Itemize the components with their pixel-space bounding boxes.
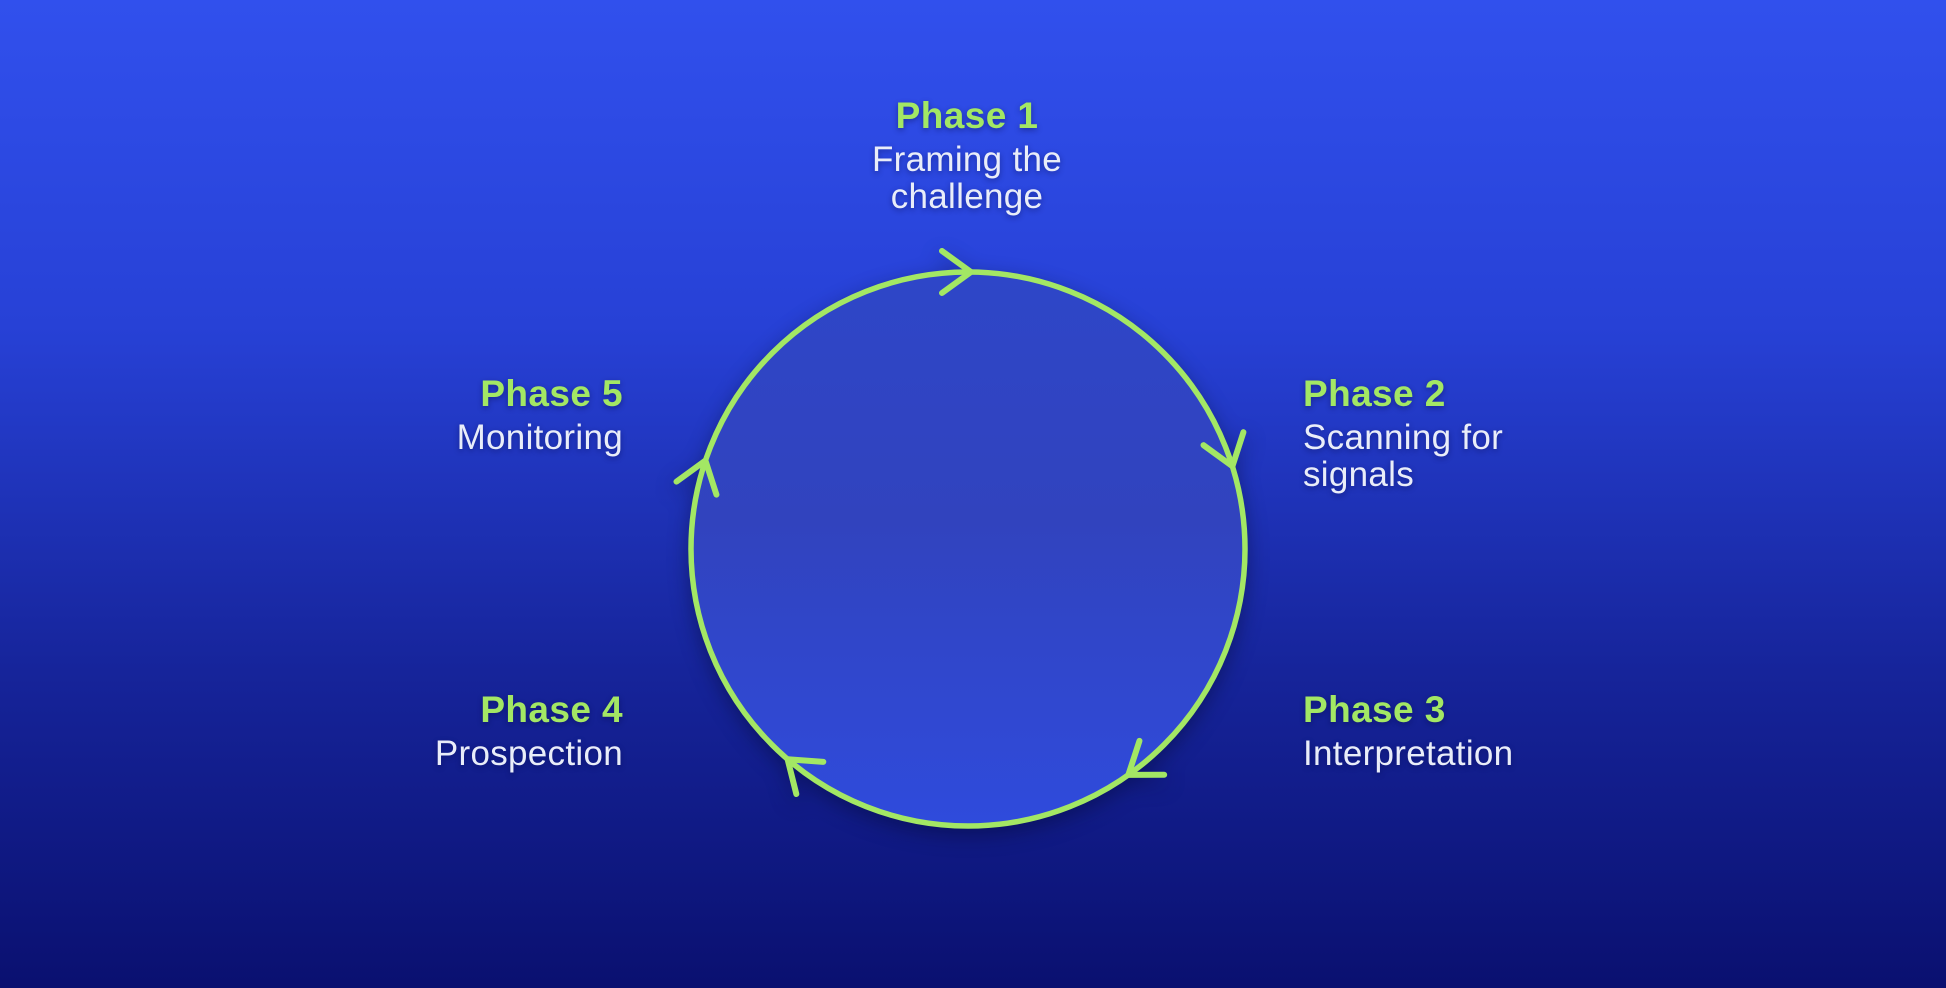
cycle-arrow-upper-right-icon — [1200, 429, 1247, 470]
cycle-circle — [688, 269, 1248, 829]
cycle-arrow-lower-right-icon — [1125, 737, 1168, 778]
cycle-arrow-lower-left-icon — [784, 756, 827, 797]
phase-3-title: Phase 3 — [1303, 689, 1446, 730]
phase-3-description: Interpretation — [1303, 734, 1514, 773]
phase-5-description: Monitoring — [456, 418, 623, 457]
phase-3-label-group: Phase 3 Interpretation — [1303, 688, 1513, 772]
phase-4-label-group: Phase 4 Prospection — [435, 688, 623, 772]
phase-5-label-group: Phase 5 Monitoring — [457, 372, 623, 456]
cycle-arrow-top-icon — [939, 248, 974, 296]
phase-4-description: Prospection — [434, 734, 623, 773]
phase-1-title: Phase 1 — [895, 95, 1039, 136]
phase-4-title: Phase 4 — [480, 689, 623, 730]
cycle-arrow-upper-left-icon — [673, 457, 720, 498]
phase-2-title: Phase 2 — [1303, 373, 1446, 414]
phase-5-title: Phase 5 — [480, 373, 623, 414]
